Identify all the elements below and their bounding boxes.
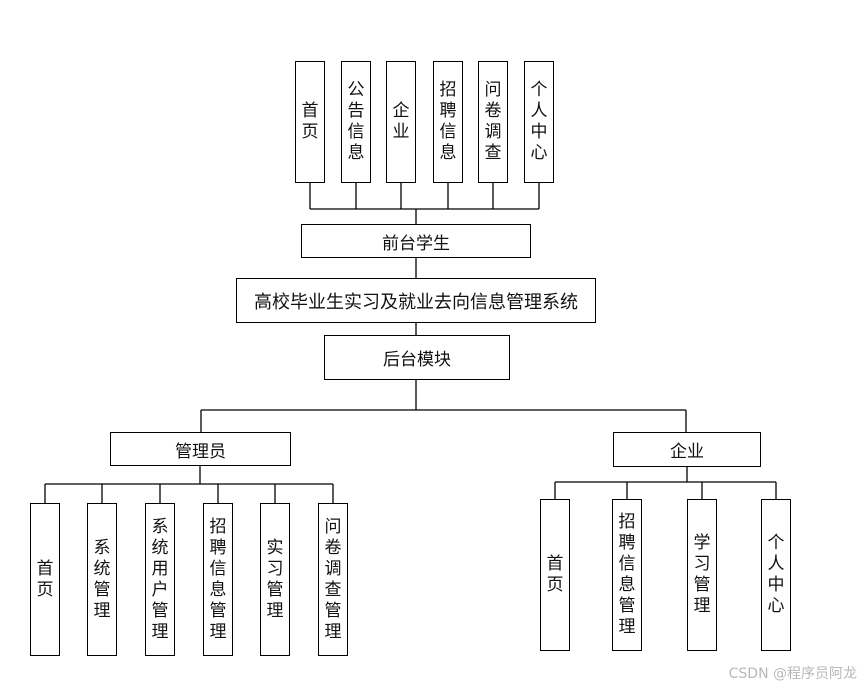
admin-module-system-users-label: 系统用户管理: [151, 516, 169, 642]
admin-module-system-users: 系统用户管理: [145, 503, 175, 656]
enterprise-module-home-label: 首页: [546, 554, 564, 595]
watermark: CSDN @程序员阿龙: [728, 666, 857, 682]
admin-module-system: 系统管理: [87, 503, 117, 656]
front-module-notice: 公告信息: [341, 61, 371, 183]
enterprise-module-recruitment-label: 招聘信息管理: [618, 512, 636, 637]
admin-module-internship: 实习管理: [260, 503, 290, 656]
backend-label: 后台模块: [383, 350, 451, 370]
front-student-node: 前台学生: [301, 224, 531, 258]
admin-module-home: 首页: [30, 503, 60, 656]
admin-module-survey-label: 问卷调查管理: [324, 516, 342, 642]
enterprise-module-home: 首页: [540, 499, 570, 651]
admin-module-survey: 问卷调查管理: [318, 503, 348, 656]
system-title-label: 高校毕业生实习及就业去向信息管理系统: [254, 291, 578, 313]
front-module-home: 首页: [295, 61, 325, 183]
enterprise-module-recruitment: 招聘信息管理: [612, 499, 642, 651]
enterprise-node: 企业: [613, 432, 761, 467]
enterprise-module-personal-center-label: 个人中心: [767, 533, 785, 616]
admin-module-system-label: 系统管理: [93, 537, 111, 621]
admin-module-recruitment-label: 招聘信息管理: [209, 516, 227, 642]
front-module-enterprise-label: 企业: [392, 101, 410, 142]
front-module-personal-center: 个人中心: [524, 61, 554, 183]
front-module-enterprise: 企业: [386, 61, 416, 183]
enterprise-module-study: 学习管理: [687, 499, 717, 651]
front-student-label: 前台学生: [382, 233, 450, 254]
enterprise-label: 企业: [670, 442, 704, 462]
front-module-recruitment: 招聘信息: [433, 61, 463, 183]
front-module-home-label: 首页: [301, 101, 319, 142]
front-module-recruitment-label: 招聘信息: [439, 80, 457, 163]
front-module-survey-label: 问卷调查: [484, 80, 502, 163]
front-module-survey: 问卷调查: [478, 61, 508, 183]
enterprise-module-personal-center: 个人中心: [761, 499, 791, 651]
front-module-notice-label: 公告信息: [347, 80, 365, 163]
admin-node: 管理员: [110, 432, 291, 466]
admin-label: 管理员: [175, 441, 226, 462]
admin-module-home-label: 首页: [36, 558, 54, 600]
front-module-personal-center-label: 个人中心: [530, 80, 548, 163]
system-title-node: 高校毕业生实习及就业去向信息管理系统: [236, 278, 596, 323]
admin-module-recruitment: 招聘信息管理: [203, 503, 233, 656]
enterprise-module-study-label: 学习管理: [693, 533, 711, 616]
backend-node: 后台模块: [324, 335, 510, 380]
admin-module-internship-label: 实习管理: [266, 537, 284, 621]
